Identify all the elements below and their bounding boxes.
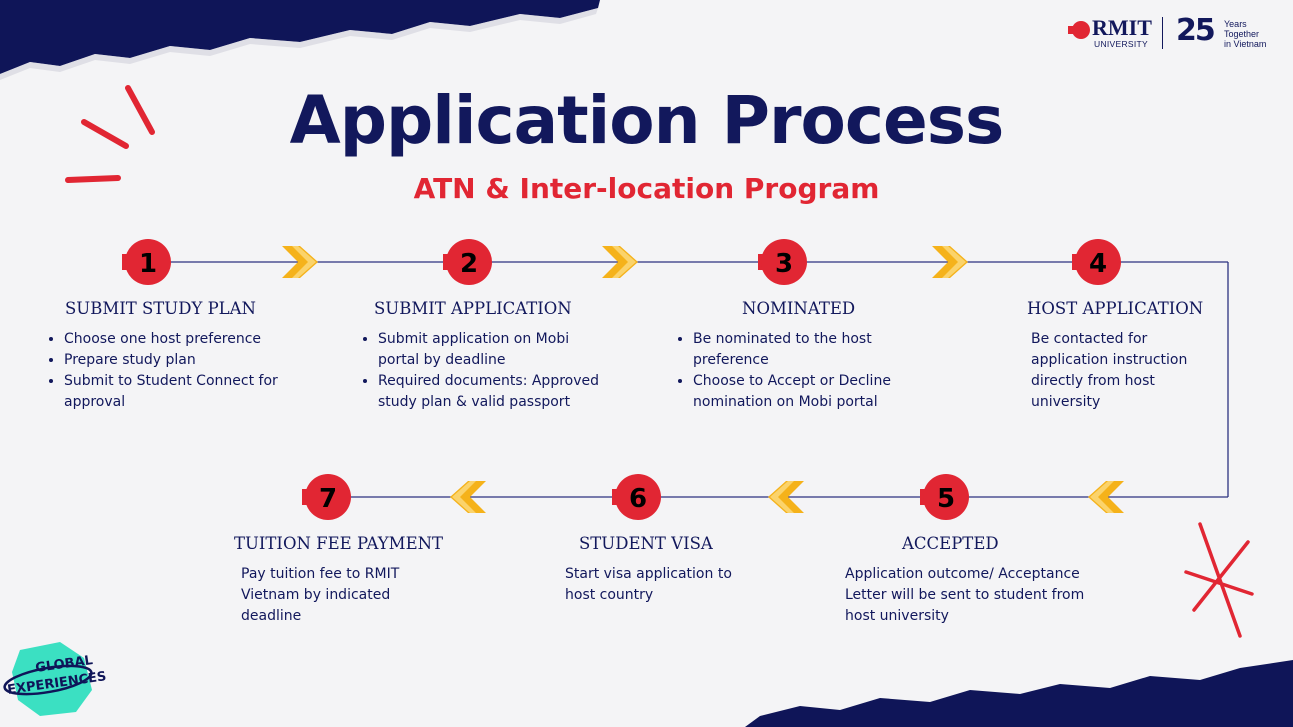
step-3-title: NOMINATED — [742, 299, 856, 318]
step-number: 6 — [629, 484, 647, 514]
years-line1: Years — [1224, 19, 1247, 29]
rmit-logo-text: RMIT — [1092, 15, 1152, 40]
step-1-body: Choose one host preference Prepare study… — [46, 329, 306, 413]
years-line3: in Vietnam — [1224, 39, 1267, 49]
red-burst-top-left — [65, 85, 155, 183]
arrow-right-1 — [282, 246, 318, 278]
step-circle-3: 3 — [758, 239, 807, 285]
torn-paper-bottom-right — [745, 660, 1293, 727]
arrow-right-3 — [932, 246, 968, 278]
arrow-left-2 — [768, 481, 804, 513]
step-number: 5 — [937, 484, 955, 514]
step-number: 7 — [319, 484, 337, 514]
step-1-bullet: Choose one host preference — [64, 329, 306, 350]
step-circle-1: 1 — [122, 239, 171, 285]
step-number: 1 — [139, 249, 157, 279]
step-2-bullet: Submit application on Mobi portal by dea… — [378, 329, 605, 371]
step-circle-7: 7 — [302, 474, 351, 520]
step-6-title: STUDENT VISA — [579, 534, 713, 553]
step-4-text: Be contacted for application instruction… — [1031, 331, 1188, 410]
step-circle-4: 4 — [1072, 239, 1121, 285]
step-number: 2 — [460, 249, 478, 279]
step-2-body: Submit application on Mobi portal by dea… — [360, 329, 605, 413]
step-3-bullet: Be nominated to the host preference — [693, 329, 930, 371]
step-circle-6: 6 — [612, 474, 661, 520]
arrow-right-2 — [602, 246, 638, 278]
torn-paper-top-left — [0, 0, 600, 74]
step-5-title: ACCEPTED — [902, 534, 999, 553]
step-1-bullet: Submit to Student Connect for approval — [64, 371, 306, 413]
years-line2: Together — [1224, 29, 1260, 39]
step-1-bullet: Prepare study plan — [64, 350, 306, 371]
red-star-bottom-right — [1184, 522, 1254, 638]
step-7-title: TUITION FEE PAYMENT — [234, 534, 444, 553]
rmit-pixel-icon — [1068, 21, 1090, 39]
step-circle-2: 2 — [443, 239, 492, 285]
step-circle-5: 5 — [920, 474, 969, 520]
step-2-bullet: Required documents: Approved study plan … — [378, 371, 605, 413]
rmit-logo: RMIT UNIVERSITY 25 Years Together in Vie… — [1068, 13, 1278, 53]
step-2-title: SUBMIT APPLICATION — [374, 299, 572, 318]
years-number: 25 — [1176, 13, 1216, 48]
step-3-body: Be nominated to the host preference Choo… — [675, 329, 930, 413]
step-3-bullet: Choose to Accept or Decline nomination o… — [693, 371, 930, 413]
rmit-logo-sub: UNIVERSITY — [1094, 39, 1149, 49]
global-experiences-badge: GLOBAL EXPERIENCES — [3, 642, 107, 716]
page-subtitle: ATN & Inter-location Program — [413, 172, 880, 205]
page-title: Application Process — [289, 82, 1005, 159]
step-number: 3 — [775, 249, 793, 279]
arrow-left-1 — [1088, 481, 1124, 513]
step-number: 4 — [1089, 249, 1107, 279]
step-7-text: Pay tuition fee to RMIT Vietnam by indic… — [241, 566, 400, 624]
step-6-text: Start visa application to host country — [565, 566, 732, 603]
logo-divider — [1162, 17, 1163, 49]
arrow-left-3 — [450, 481, 486, 513]
step-5-text: Application outcome/ Acceptance Letter w… — [845, 566, 1085, 624]
step-1-title: SUBMIT STUDY PLAN — [65, 299, 256, 318]
step-4-title: HOST APPLICATION — [1027, 299, 1204, 318]
